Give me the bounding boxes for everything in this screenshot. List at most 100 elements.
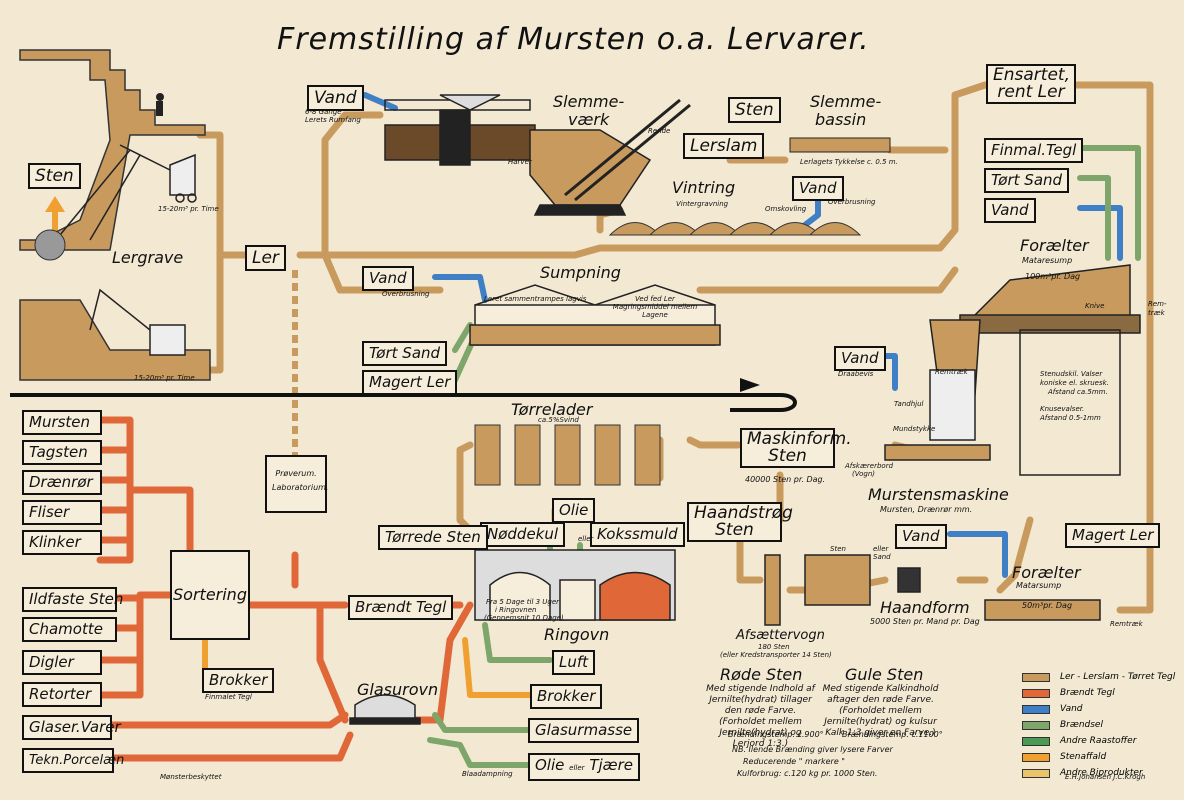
box-glasurmasse: Glasurmasse: [528, 718, 640, 743]
worker-figure: [156, 93, 164, 116]
legend-swatch: [1022, 672, 1050, 682]
label-knuse-1: Knusevalser.: [1040, 405, 1085, 413]
product-klinker: Klinker: [22, 530, 102, 555]
label-afsaettervogn-sub-2: (eller Kredstransporter 14 Sten): [720, 651, 832, 659]
label-lergrave: Lergrave: [112, 248, 184, 267]
note-nb-1: NB. Ilende Brænding giver lysere Farver: [732, 745, 893, 754]
lergrave-pit-bottom: [19, 299, 211, 381]
legend-swatch: [1022, 688, 1050, 698]
product-tagsten: Tagsten: [22, 440, 102, 465]
label-remtraek-small: Remtræk: [935, 368, 968, 376]
legend-swatch: [1022, 720, 1050, 730]
product-mursten: Mursten: [22, 410, 102, 435]
box-braendt-tegl: Brændt Tegl: [348, 595, 454, 620]
olie-tjaere-olie: Olie: [535, 756, 565, 774]
label-sumpning: Sumpning: [540, 263, 621, 282]
divider-arrow: [740, 378, 760, 392]
label-laret: Leret sammentrampes lagvis: [484, 295, 587, 303]
label-glasurovn: Glasurovn: [357, 680, 439, 699]
box-magert-ler-right: Magert Ler: [1065, 523, 1161, 548]
label-mursten-stk: 40000 Sten pr. Dag.: [745, 475, 826, 484]
legend-row: Ler - Lerslam - Tørret Tegl: [1022, 671, 1175, 683]
box-finmal-tegl: Finmal.Tegl: [984, 138, 1084, 163]
legend-label: Andre Biprodukter: [1060, 768, 1143, 778]
label-ringovn-sub-3: (Gennemsnit 10 Dage): [484, 614, 564, 622]
legend-label: Vand: [1060, 704, 1083, 714]
page-title: Fremstilling af Mursten o.a. Lervarer.: [277, 22, 870, 57]
note-rode-text: Med stigende Indhold af Jernilte(hydrat)…: [706, 684, 815, 749]
legend-row: Stenaffald: [1022, 751, 1106, 763]
note-nb-2: Reducerende " markere ": [743, 757, 845, 766]
label-valser-1: Stenudskil. Valser: [1040, 370, 1103, 378]
label-torrelader: Tørrelader: [511, 400, 593, 419]
box-maskinform-sten: Maskinform. Sten: [740, 428, 852, 468]
box-kokssmuld: Kokssmuld: [590, 522, 685, 547]
legend-swatch: [1022, 736, 1050, 746]
torrelader-racks: [474, 424, 661, 486]
label-murstensmaskine-sub: Mursten, Drænrør mm.: [880, 505, 973, 514]
legend-swatch: [1022, 752, 1050, 762]
label-torrelader-sub: ca.5%Svind: [538, 416, 579, 424]
label-afsaettervogn-sub-1: 180 Sten: [758, 643, 790, 651]
product-tekn-porcelaen: Tekn.Porcelæn: [22, 748, 124, 773]
legend-swatch: [1022, 768, 1050, 778]
olie-tjaere-tjaere: Tjære: [589, 756, 633, 774]
box-vand-maskine: Vand: [834, 346, 886, 371]
box-olie-tjaere: Olie eller Tjære: [528, 753, 640, 781]
label-dag-100: 100m³pr. Dag: [1025, 272, 1081, 281]
label-mataresump-top: Mataresump: [1022, 256, 1073, 265]
box-vand-right: Vand: [984, 198, 1036, 223]
box-vand-haandform: Vand: [895, 524, 947, 549]
label-slemmebassin-2: bassin: [815, 110, 867, 129]
product-glaser-varer: Glaser.Varer: [22, 715, 121, 740]
legend-row: Vand: [1022, 703, 1083, 715]
legend-row: Andre Biprodukter: [1022, 767, 1143, 779]
note-nb-3: Kulforbrug: c.120 kg pr. 1000 Sten.: [737, 769, 878, 778]
box-brokker-right: Brokker: [530, 684, 603, 709]
label-foraelter-bot: Forælter: [1012, 563, 1081, 582]
product-draenror: Drænrør: [22, 470, 102, 495]
slemmevaerk-machine: [384, 94, 691, 216]
ensartet-line-1: Ensartet,: [993, 65, 1070, 85]
label-vintergravning: Vintergravning: [676, 200, 729, 208]
label-slemmevaerk-1: Slemme-: [553, 92, 625, 111]
foraelter-top: [884, 264, 1141, 476]
label-vintring: Vintring: [672, 178, 736, 197]
label-foraelter-top: Forælter: [1020, 236, 1089, 255]
box-vand-sumpning: Vand: [362, 266, 414, 291]
label-ringovn-sub-1: Fra 5 Dage til 3 Uger: [486, 598, 560, 606]
legend-label: Ler - Lerslam - Tørret Tegl: [1060, 672, 1176, 682]
label-valser-3: Afstand ca.5mm.: [1048, 388, 1108, 396]
label-draabevis: Draabevis: [838, 370, 874, 378]
box-sten-top: Sten: [28, 163, 81, 189]
label-knuse-2: Afstand 0.5-1mm: [1040, 414, 1101, 422]
note-rode-title: Røde Sten: [720, 665, 803, 684]
box-tort-sand-left: Tørt Sand: [362, 341, 448, 366]
box-sten-right: Sten: [728, 97, 781, 123]
label-dag-50: 50m³pr. Dag: [1022, 601, 1073, 610]
box-magert-ler-left: Magert Ler: [362, 370, 458, 395]
label-vand-loft: 6-8 Gange Lerets Rumfang: [305, 108, 361, 124]
label-slemmebassin-1: Slemme-: [810, 92, 882, 111]
label-tandhjul: Tandhjul: [894, 400, 924, 408]
label-ringovn: Ringovn: [544, 625, 610, 644]
label-overbrusning-top: Overbrusning: [828, 198, 876, 206]
label-eller: eller: [578, 535, 594, 543]
label-sten-stack: Sten: [830, 545, 846, 553]
product-retorter: Retorter: [22, 682, 102, 707]
label-time-top: 15-20m³ pr. Time: [158, 205, 219, 213]
maskinform-line-1: Maskinform.: [747, 429, 852, 449]
maskinform-line-2: Sten: [768, 446, 807, 466]
box-luft: Luft: [552, 650, 596, 675]
section-divider: [10, 393, 797, 412]
label-remtraek-bottom: Remtræk: [1110, 620, 1143, 628]
label-afskaererbord-1: Afskærerbord: [845, 462, 894, 470]
box-olie: Olie: [552, 498, 596, 523]
vintring-mounds: [608, 222, 862, 236]
label-mundstykke: Mundstykke: [893, 425, 936, 433]
note-gule-temp: Brændingstemp. c.1100°: [842, 730, 943, 739]
label-finmalet-tegl: Finmalet Tegl: [205, 693, 252, 701]
label-lerlagets: Lerlagets Tykkelse c. 0.5 m.: [800, 158, 898, 166]
label-ved-fed: Ved fed Ler Magringsmiddel mellem Lagene: [612, 295, 698, 319]
